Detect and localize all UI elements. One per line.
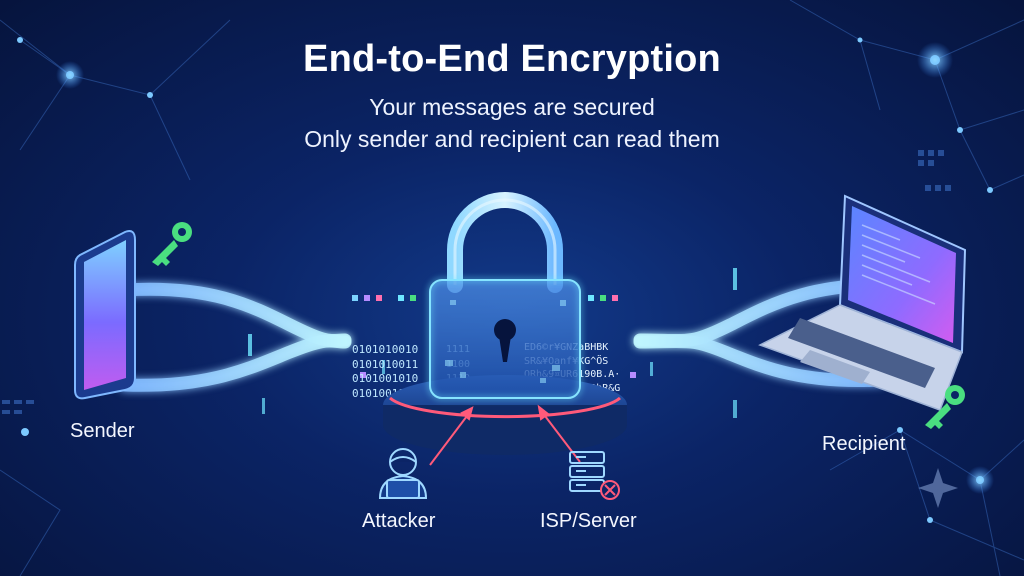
sender-tube-top [118, 282, 352, 348]
isp-server-label: ISP/Server [540, 510, 637, 532]
sender-label: Sender [70, 420, 135, 442]
recipient-tube-top [633, 278, 907, 348]
attacker-label: Attacker [362, 510, 436, 532]
subtitle-line-2: Only sender and recipient can read them [304, 126, 720, 152]
sender-tube-bottom [118, 334, 352, 392]
recipient-tube-bottom [633, 334, 887, 388]
page-title: End-to-End Encryption [303, 38, 721, 80]
subtitle-line-1: Your messages are secured [369, 94, 655, 120]
recipient-label: Recipient [822, 433, 906, 455]
